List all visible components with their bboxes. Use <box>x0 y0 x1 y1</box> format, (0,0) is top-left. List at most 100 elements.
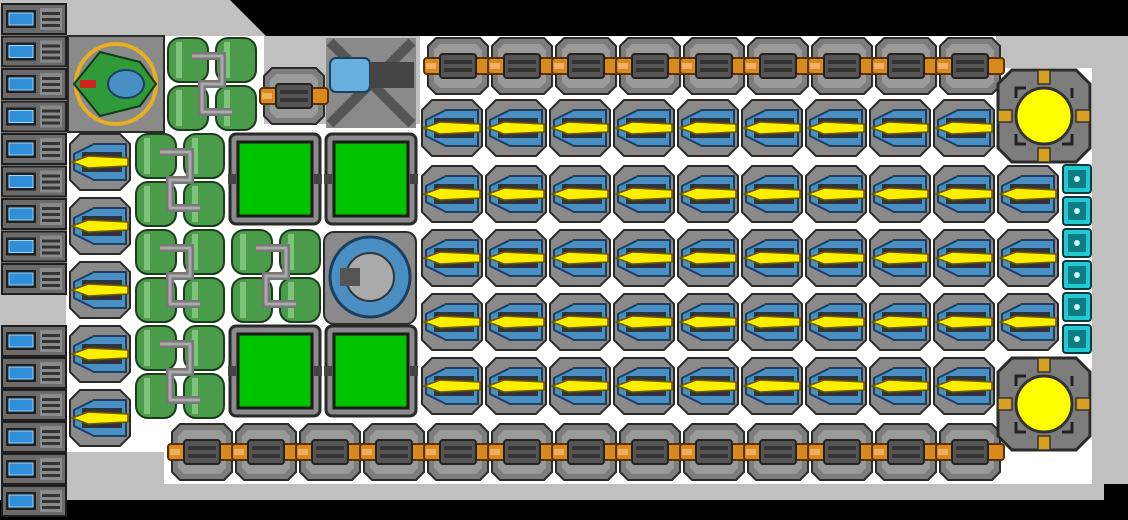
yellow-cannon-icon[interactable] <box>549 229 611 287</box>
yellow-cannon-icon[interactable] <box>677 99 739 157</box>
yellow-cannon-icon[interactable] <box>677 229 739 287</box>
yellow-cannon-icon[interactable] <box>741 229 803 287</box>
yellow-cannon-icon[interactable] <box>869 99 931 157</box>
ion-thruster[interactable] <box>1 35 67 68</box>
ion-thruster[interactable] <box>1 485 67 517</box>
yellow-cannon-icon[interactable] <box>485 293 547 351</box>
laser-turret-icon[interactable] <box>167 423 237 481</box>
yellow-cannon-icon[interactable] <box>805 293 867 351</box>
laser-turret-icon[interactable] <box>551 423 621 481</box>
yellow-cannon-icon[interactable] <box>421 165 483 223</box>
ion-thruster[interactable] <box>1 263 67 295</box>
yellow-cannon-icon[interactable] <box>69 325 131 383</box>
yellow-cannon-icon[interactable] <box>741 165 803 223</box>
yellow-cannon-icon[interactable] <box>741 99 803 157</box>
yellow-cannon-icon[interactable] <box>613 165 675 223</box>
yellow-cannon-icon[interactable] <box>421 99 483 157</box>
yellow-cannon-icon[interactable] <box>933 165 995 223</box>
yellow-cannon-icon[interactable] <box>485 165 547 223</box>
yellow-cannon-icon[interactable] <box>869 165 931 223</box>
ion-module-icon[interactable] <box>1062 228 1092 258</box>
yellow-cannon-icon[interactable] <box>69 133 131 191</box>
yellow-cannon-icon[interactable] <box>933 293 995 351</box>
laser-turret-icon[interactable] <box>487 423 557 481</box>
yellow-cannon-icon[interactable] <box>549 99 611 157</box>
yellow-cannon-icon[interactable] <box>933 99 995 157</box>
yellow-cannon-icon[interactable] <box>677 293 739 351</box>
laser-turret-icon[interactable] <box>871 423 941 481</box>
ion-module-icon[interactable] <box>1062 260 1092 290</box>
ion-thruster[interactable] <box>1 68 67 100</box>
yellow-cannon-icon[interactable] <box>869 357 931 415</box>
yellow-cannon-icon[interactable] <box>613 293 675 351</box>
ion-thruster[interactable] <box>1 453 67 485</box>
laser-turret-icon[interactable] <box>743 423 813 481</box>
yellow-cannon-icon[interactable] <box>805 357 867 415</box>
yellow-cannon-icon[interactable] <box>805 229 867 287</box>
yellow-cannon-icon[interactable] <box>485 357 547 415</box>
yellow-cannon-icon[interactable] <box>421 229 483 287</box>
ion-thruster[interactable] <box>1 198 67 230</box>
ion-thruster[interactable] <box>1 3 67 35</box>
yellow-cannon-icon[interactable] <box>869 229 931 287</box>
yellow-cannon-icon[interactable] <box>549 165 611 223</box>
laser-turret-icon[interactable] <box>743 37 813 95</box>
yellow-cannon-icon[interactable] <box>613 99 675 157</box>
yellow-cannon-icon[interactable] <box>805 165 867 223</box>
ion-thruster[interactable] <box>1 133 67 165</box>
laser-turret-icon[interactable] <box>807 423 877 481</box>
yellow-cannon-icon[interactable] <box>997 165 1059 223</box>
battery-cell-icon[interactable] <box>322 132 420 226</box>
yellow-cannon-icon[interactable] <box>677 165 739 223</box>
laser-turret-icon[interactable] <box>615 423 685 481</box>
laser-turret-icon[interactable] <box>487 37 557 95</box>
laser-turret-icon[interactable] <box>679 423 749 481</box>
yellow-cannon-icon[interactable] <box>869 293 931 351</box>
laser-turret-icon[interactable] <box>935 37 1005 95</box>
yellow-cannon-icon[interactable] <box>69 389 131 447</box>
yellow-cannon-icon[interactable] <box>805 99 867 157</box>
yellow-cannon-icon[interactable] <box>933 229 995 287</box>
yellow-cannon-icon[interactable] <box>997 293 1059 351</box>
yellow-cannon-icon[interactable] <box>677 357 739 415</box>
ion-module-icon[interactable] <box>1062 164 1092 194</box>
laser-turret-icon[interactable] <box>423 423 493 481</box>
yellow-cannon-icon[interactable] <box>613 229 675 287</box>
ion-thruster[interactable] <box>1 357 67 389</box>
reactor-core-icon[interactable] <box>996 356 1092 452</box>
battery-cell-icon[interactable] <box>226 324 324 418</box>
yellow-cannon-icon[interactable] <box>485 99 547 157</box>
yellow-cannon-icon[interactable] <box>549 293 611 351</box>
laser-turret-icon[interactable] <box>551 37 621 95</box>
ion-module-icon[interactable] <box>1062 292 1092 322</box>
ion-module-icon[interactable] <box>1062 324 1092 354</box>
yellow-cannon-icon[interactable] <box>997 229 1059 287</box>
yellow-cannon-icon[interactable] <box>421 357 483 415</box>
yellow-cannon-icon[interactable] <box>741 357 803 415</box>
yellow-cannon-icon[interactable] <box>69 261 131 319</box>
ion-thruster[interactable] <box>1 165 67 198</box>
yellow-cannon-icon[interactable] <box>741 293 803 351</box>
ion-module-icon[interactable] <box>1062 196 1092 226</box>
laser-turret-icon[interactable] <box>871 37 941 95</box>
yellow-cannon-icon[interactable] <box>933 357 995 415</box>
reactor-core-icon[interactable] <box>996 68 1092 164</box>
ion-thruster[interactable] <box>1 389 67 421</box>
yellow-cannon-icon[interactable] <box>613 357 675 415</box>
yellow-cannon-icon[interactable] <box>549 357 611 415</box>
laser-turret-icon[interactable] <box>807 37 877 95</box>
yellow-cannon-icon[interactable] <box>421 293 483 351</box>
yellow-cannon-icon[interactable] <box>69 197 131 255</box>
ion-thruster[interactable] <box>1 421 67 453</box>
ion-thruster[interactable] <box>1 325 67 357</box>
yellow-cannon-icon[interactable] <box>485 229 547 287</box>
battery-cell-icon[interactable] <box>322 324 420 418</box>
laser-turret-icon[interactable] <box>679 37 749 95</box>
ion-thruster[interactable] <box>1 230 67 263</box>
laser-turret-icon[interactable] <box>935 423 1005 481</box>
laser-turret-icon[interactable] <box>259 67 329 125</box>
laser-turret-icon[interactable] <box>359 423 429 481</box>
battery-cell-icon[interactable] <box>226 132 324 226</box>
laser-turret-icon[interactable] <box>295 423 365 481</box>
laser-turret-icon[interactable] <box>231 423 301 481</box>
